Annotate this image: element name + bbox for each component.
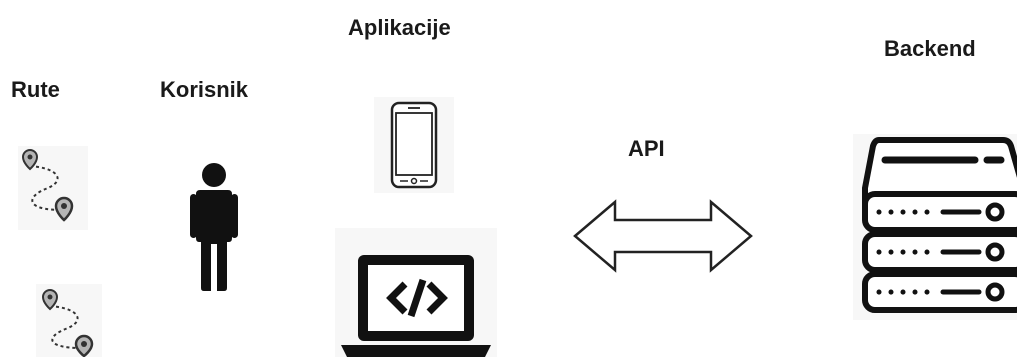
server-icon (853, 134, 1017, 320)
aplikacije-label: Aplikacije (348, 15, 451, 40)
rute-label: Rute (11, 77, 60, 102)
backend-label: Backend (884, 36, 976, 61)
laptop-code-icon (335, 228, 497, 357)
smartphone-icon (374, 97, 454, 193)
double-arrow-icon (573, 199, 753, 273)
route-icon (18, 146, 88, 230)
api-label: API (628, 136, 665, 161)
person-icon (190, 163, 238, 291)
korisnik-label: Korisnik (160, 77, 249, 102)
route-icon (36, 284, 102, 357)
